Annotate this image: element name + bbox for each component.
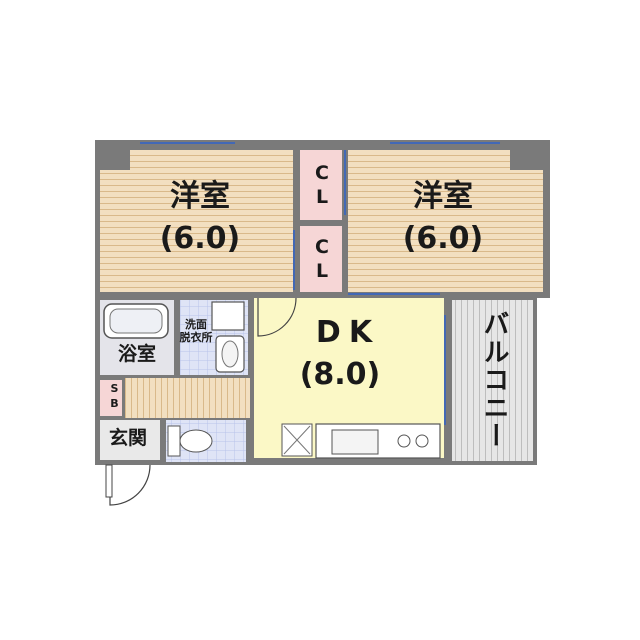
stove-burner	[397, 434, 411, 448]
sink-bowl	[221, 340, 239, 368]
shoe-box-floor	[100, 380, 122, 416]
entrance-name: 玄関	[108, 427, 147, 449]
western-room-right-name: 洋室	[413, 179, 473, 214]
entrance-door	[105, 464, 113, 498]
kitchen-sink	[331, 429, 379, 455]
door-swing	[109, 464, 151, 506]
door-swing	[257, 297, 297, 337]
fridge-cross	[283, 425, 311, 455]
western-room-right-size: (6.0)	[402, 221, 484, 256]
wall-notch	[95, 140, 130, 170]
dk-name: DK	[315, 315, 381, 350]
dk-size: (8.0)	[299, 357, 381, 392]
washroom-name: 洗面 脱衣所	[179, 318, 213, 345]
entrance-floor	[100, 420, 160, 460]
western-room-left-name: 洋室	[170, 179, 230, 214]
balcony-floor	[448, 296, 537, 465]
western-room-right-floor	[348, 150, 543, 292]
closet-lower-floor	[300, 226, 342, 292]
toilet-bowl	[179, 429, 213, 453]
closet-upper-label: CL	[311, 162, 333, 210]
hallway-floor	[125, 378, 250, 418]
balcony-name: バルコニー	[479, 310, 509, 450]
closet-upper-floor	[300, 150, 342, 220]
stove-burner	[415, 434, 429, 448]
bathroom-name: 浴室	[117, 343, 156, 365]
bathtub-inner	[109, 308, 163, 334]
western-room-left-floor	[100, 150, 293, 292]
shoe-box-label: SB	[108, 382, 121, 412]
closet-lower-label: CL	[311, 236, 333, 284]
wall-notch	[510, 140, 550, 170]
toilet-tank	[167, 425, 181, 457]
western-room-left-size: (6.0)	[159, 221, 241, 256]
washing-machine	[211, 301, 245, 331]
